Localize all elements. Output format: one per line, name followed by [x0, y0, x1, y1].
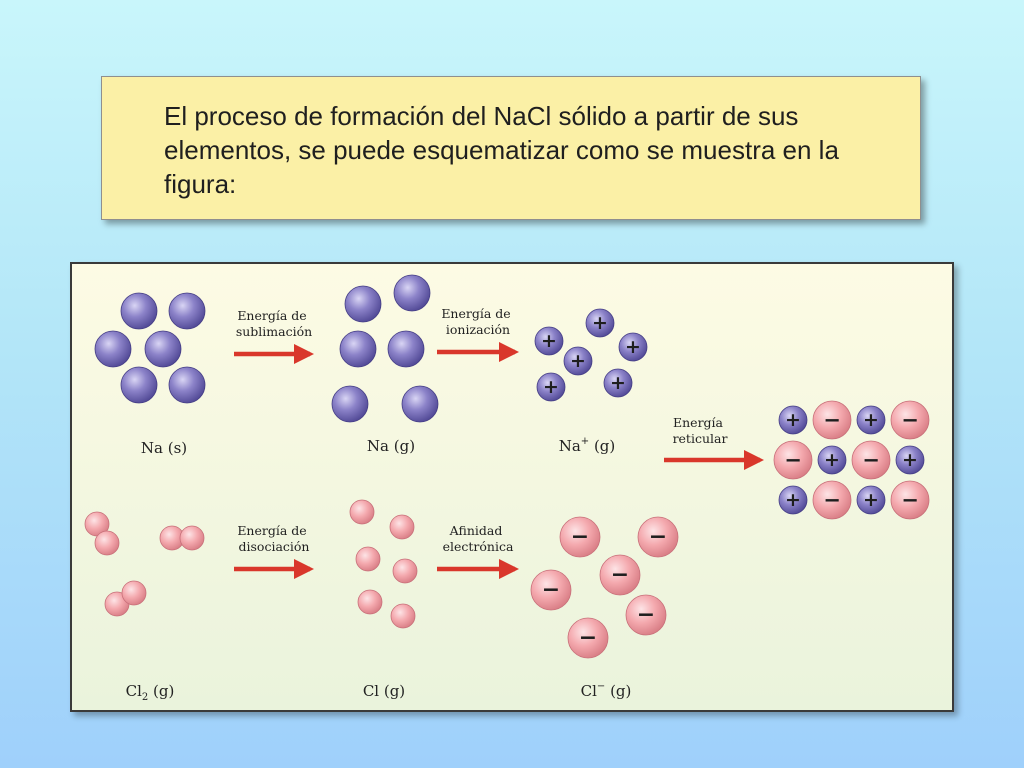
- minus-sign: −: [611, 563, 629, 588]
- plus-sign: +: [543, 376, 559, 398]
- chlorine-atom: [121, 580, 147, 606]
- plus-sign: +: [824, 449, 840, 471]
- minus-sign: −: [571, 525, 589, 550]
- sodium-atom: [393, 274, 431, 312]
- sodium-atom: [120, 366, 158, 404]
- nacl-formation-diagram: Energía de sublimación Energía de ioniza…: [70, 262, 954, 712]
- label-na-ion-gas: Na+ (g): [559, 436, 616, 455]
- minus-sign: −: [649, 525, 667, 550]
- lattice-sodium-ion: +: [817, 445, 847, 475]
- sodium-ion: +: [603, 368, 633, 398]
- plus-sign: +: [570, 350, 586, 372]
- minus-sign: −: [823, 408, 841, 432]
- sodium-atom: [144, 330, 182, 368]
- plus-sign: +: [610, 372, 626, 394]
- lattice-chloride-ion: −: [773, 440, 813, 480]
- plus-sign: +: [785, 409, 801, 431]
- chlorine-atom: [357, 589, 383, 615]
- plus-sign: +: [863, 489, 879, 511]
- particles-layer: +++++++−+−−+−++−+−−−−−−−: [84, 274, 930, 659]
- chlorine-atom: [390, 603, 416, 629]
- chlorine-atom: [392, 558, 418, 584]
- minus-sign: −: [862, 448, 880, 472]
- minus-sign: −: [579, 626, 597, 651]
- lattice-chloride-ion: −: [812, 480, 852, 520]
- chloride-ion: −: [625, 594, 667, 636]
- label-na-gas: Na (g): [367, 437, 415, 455]
- label-na-solid: Na (s): [141, 439, 187, 457]
- chloride-ion: −: [567, 617, 609, 659]
- minus-sign: −: [542, 578, 560, 603]
- plus-sign: +: [785, 489, 801, 511]
- sodium-atom: [94, 330, 132, 368]
- label-cl2-gas: Cl2 (g): [126, 682, 175, 703]
- lattice-chloride-ion: −: [812, 400, 852, 440]
- label-sublimation: Energía de sublimación: [236, 308, 312, 339]
- sodium-ion: +: [585, 308, 615, 338]
- chloride-ion: −: [559, 516, 601, 558]
- lattice-sodium-ion: +: [895, 445, 925, 475]
- chlorine-atom: [389, 514, 415, 540]
- sodium-atom: [344, 285, 382, 323]
- label-lattice: Energía reticular: [673, 415, 728, 446]
- chloride-ion: −: [530, 569, 572, 611]
- chloride-ion: −: [599, 554, 641, 596]
- minus-sign: −: [784, 448, 802, 472]
- sodium-atom: [401, 385, 439, 423]
- label-dissociation: Energía de disociación: [237, 523, 310, 554]
- sodium-atom: [387, 330, 425, 368]
- label-ionization: Energía de ionización: [441, 306, 514, 337]
- sodium-ion: +: [536, 372, 566, 402]
- sodium-atom: [168, 366, 206, 404]
- lattice-chloride-ion: −: [890, 480, 930, 520]
- sodium-ion: +: [618, 332, 648, 362]
- plus-sign: +: [625, 336, 641, 358]
- lattice-chloride-ion: −: [890, 400, 930, 440]
- plus-sign: +: [902, 449, 918, 471]
- sodium-atom: [339, 330, 377, 368]
- chlorine-atom: [349, 499, 375, 525]
- plus-sign: +: [541, 330, 557, 352]
- chloride-ion: −: [637, 516, 679, 558]
- sodium-ion: +: [534, 326, 564, 356]
- sodium-atom: [120, 292, 158, 330]
- minus-sign: −: [637, 603, 655, 628]
- lattice-sodium-ion: +: [856, 485, 886, 515]
- label-affinity: Afinidad electrónica: [443, 523, 514, 554]
- sodium-atom: [331, 385, 369, 423]
- chlorine-atom: [179, 525, 205, 551]
- lattice-sodium-ion: +: [856, 405, 886, 435]
- plus-sign: +: [592, 312, 608, 334]
- minus-sign: −: [823, 488, 841, 512]
- label-cl-ion-gas: Cl− (g): [581, 681, 632, 700]
- chlorine-atom: [94, 530, 120, 556]
- sodium-ion: +: [563, 346, 593, 376]
- lattice-sodium-ion: +: [778, 485, 808, 515]
- minus-sign: −: [901, 408, 919, 432]
- label-cl-gas: Cl (g): [363, 682, 405, 700]
- minus-sign: −: [901, 488, 919, 512]
- chlorine-atom: [355, 546, 381, 572]
- diagram-svg: Energía de sublimación Energía de ioniza…: [84, 274, 930, 703]
- intro-text-box: El proceso de formación del NaCl sólido …: [101, 76, 921, 220]
- intro-text: El proceso de formación del NaCl sólido …: [164, 101, 839, 199]
- sodium-atom: [168, 292, 206, 330]
- lattice-chloride-ion: −: [851, 440, 891, 480]
- lattice-sodium-ion: +: [778, 405, 808, 435]
- plus-sign: +: [863, 409, 879, 431]
